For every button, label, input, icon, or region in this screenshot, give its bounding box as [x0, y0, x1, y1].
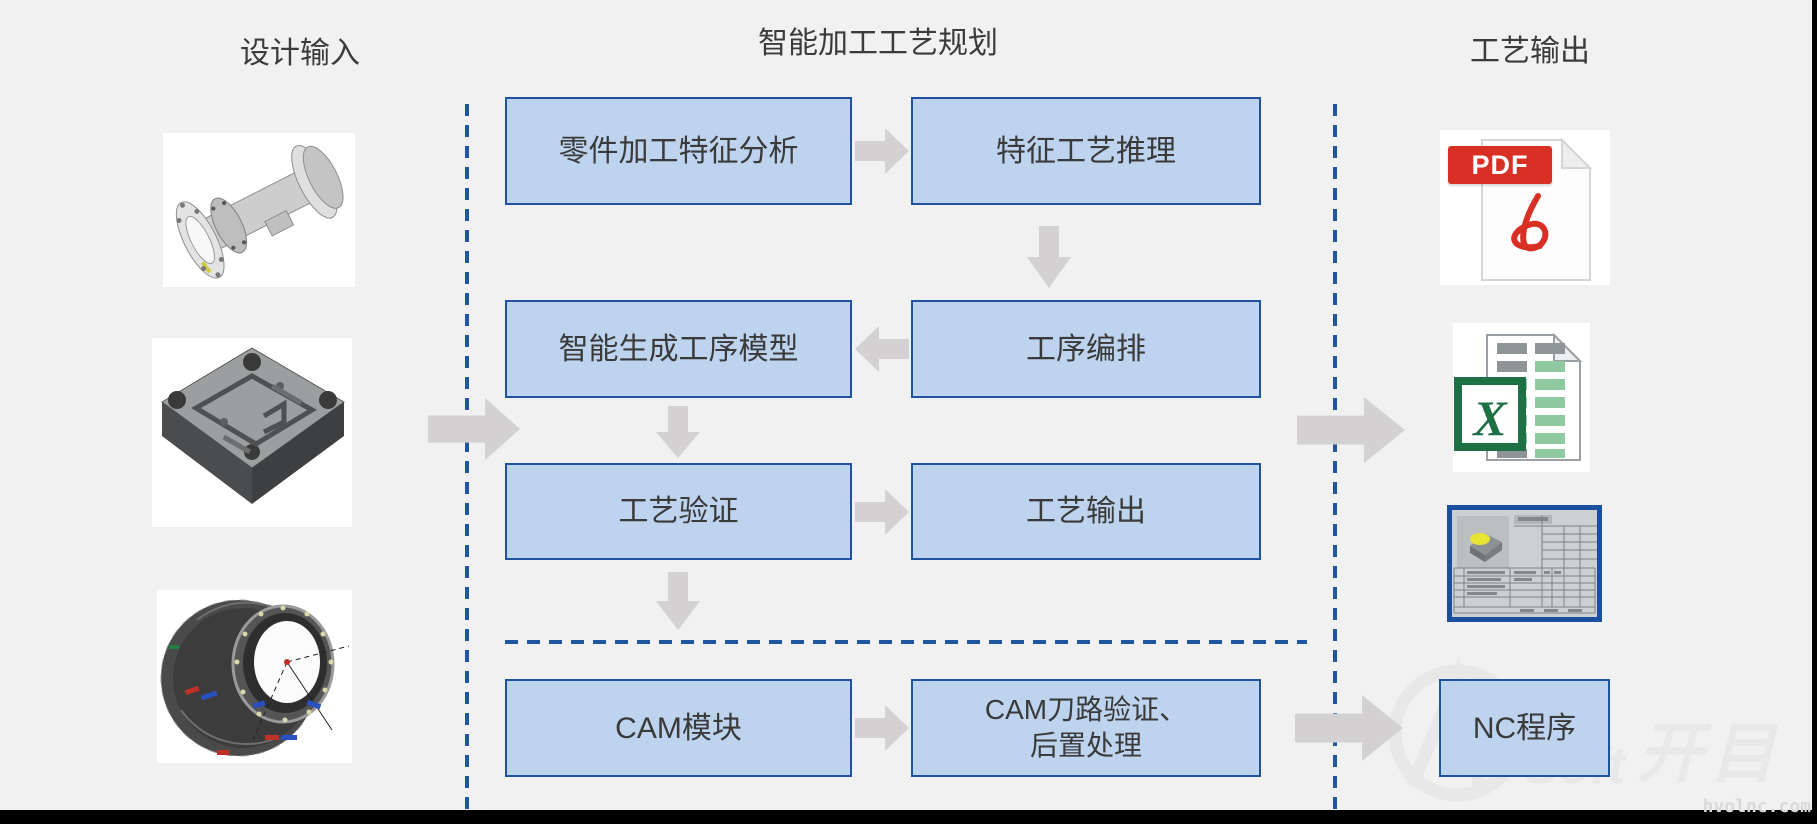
process-card-image — [1447, 505, 1602, 622]
shaft-part-image — [163, 133, 355, 287]
flow-box-label: CAM模块 — [615, 711, 742, 745]
arrow-right-icon — [855, 489, 909, 535]
flow-box-label: 工序编排 — [1026, 332, 1146, 366]
pdf-label: PDF — [1471, 149, 1529, 180]
flow-box-process-verify: 工艺验证 — [505, 463, 852, 560]
flow-box-label: 工艺验证 — [618, 495, 739, 528]
flow-box-label: 工艺输出 — [1026, 495, 1146, 528]
input-to-planning-arrow-icon — [428, 398, 520, 460]
arrow-down-icon — [656, 406, 700, 458]
arrow-down-icon — [656, 572, 700, 630]
excel-x-letter: X — [1471, 390, 1508, 446]
flow-box-feature-analysis: 零件加工特征分析 — [505, 97, 852, 205]
excel-file-icon: X — [1453, 323, 1590, 472]
cam-dashed-divider — [505, 640, 1307, 644]
bottom-black-bar — [0, 810, 1817, 824]
title-process-planning: 智能加工工艺规划 — [758, 27, 998, 60]
watermark-kaimu-text: 开目 — [1637, 716, 1782, 790]
title-design-input: 设计输入 — [240, 37, 360, 70]
nc-program-box: NC程序 — [1439, 679, 1610, 777]
flow-box-op-sequencing: 工序编排 — [911, 300, 1261, 398]
site-watermark: hvolnc.com — [1702, 796, 1811, 817]
flow-box-label-line2: 后置处理 — [1029, 730, 1142, 761]
arrow-left-icon — [855, 326, 909, 372]
flow-box-label-line1: CAM刀路验证、 — [984, 693, 1188, 725]
nc-program-label: NC程序 — [1472, 711, 1577, 745]
flow-box-feature-reasoning: 特征工艺推理 — [911, 97, 1261, 205]
flow-box-cam-verify-post: CAM刀路验证、 后置处理 — [911, 679, 1261, 777]
right-black-edge — [1812, 0, 1817, 824]
title-process-output: 工艺输出 — [1470, 35, 1590, 68]
flow-box-label: 特征工艺推理 — [996, 134, 1176, 168]
arrow-right-icon — [855, 705, 909, 751]
planning-to-output-arrow-icon — [1297, 397, 1405, 463]
cam-to-nc-arrow-icon — [1295, 695, 1403, 761]
flow-box-label: 零件加工特征分析 — [558, 134, 799, 168]
arrow-down-icon — [1027, 226, 1071, 288]
casing-part-image — [157, 590, 352, 763]
plate-part-image — [152, 338, 352, 527]
right-dashed-divider — [1333, 104, 1337, 812]
pdf-banner: PDF — [1448, 146, 1552, 184]
flow-box-process-output: 工艺输出 — [911, 463, 1261, 560]
flow-box-op-model: 智能生成工序模型 — [505, 300, 852, 398]
left-dashed-divider — [465, 104, 469, 812]
pdf-file-icon: PDF — [1440, 130, 1610, 285]
flow-box-label: 智能生成工序模型 — [558, 332, 799, 366]
arrow-right-icon — [855, 128, 909, 174]
flow-box-cam-module: CAM模块 — [505, 679, 852, 777]
